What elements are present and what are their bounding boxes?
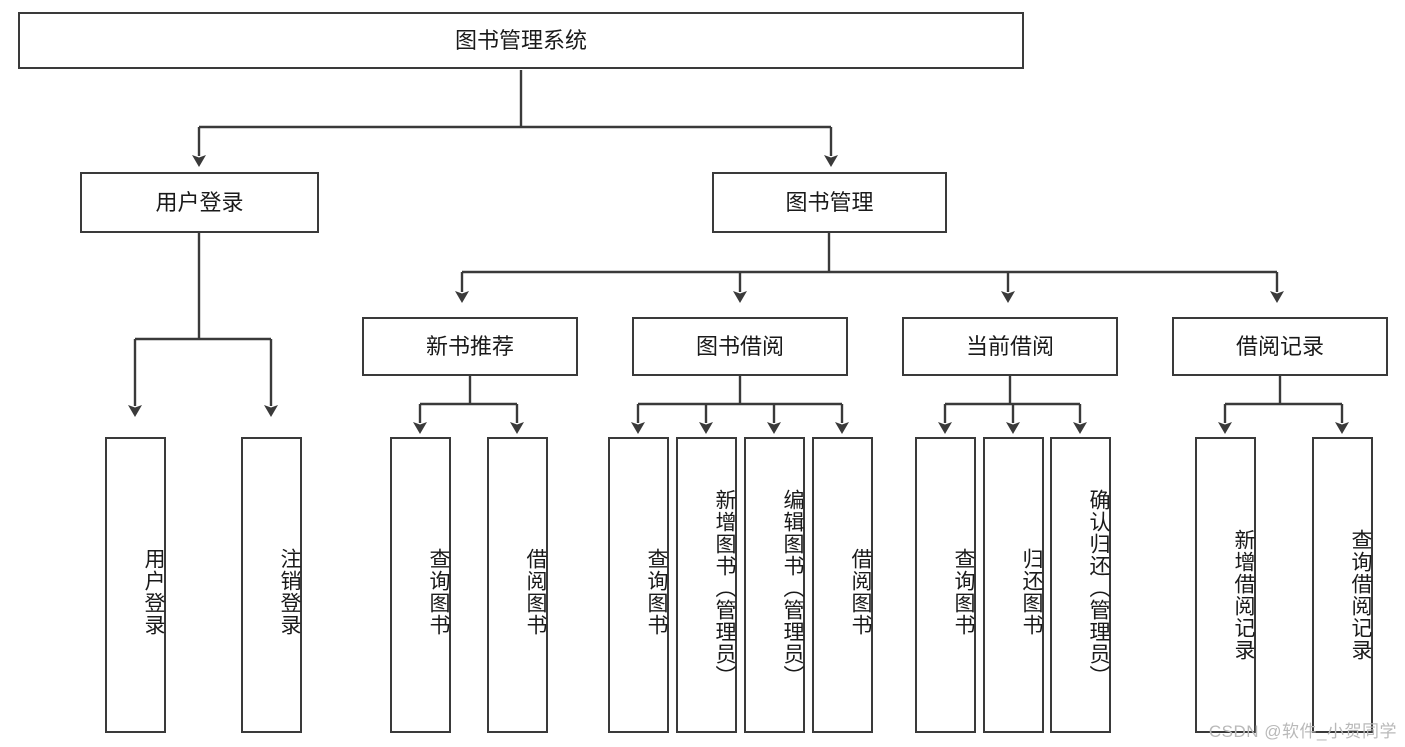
node-label: 新增图书（管理员）: [713, 489, 736, 687]
node-leaf-query-book-3[interactable]: 查询图书: [915, 437, 976, 733]
node-new-book-recommend[interactable]: 新书推荐: [362, 317, 578, 376]
node-label: 查询图书: [645, 548, 668, 636]
node-label: 查询借阅记录: [1349, 529, 1372, 661]
node-label: 借阅图书: [524, 548, 547, 636]
node-leaf-edit-book[interactable]: 编辑图书（管理员）: [744, 437, 805, 733]
node-leaf-query-record[interactable]: 查询借阅记录: [1312, 437, 1373, 733]
node-label: 查询图书: [427, 548, 450, 636]
node-label: 图书管理系统: [454, 27, 587, 53]
node-book-borrow[interactable]: 图书借阅: [632, 317, 848, 376]
node-label: 新增借阅记录: [1232, 529, 1255, 661]
node-label: 确认归还（管理员）: [1087, 489, 1110, 687]
node-label: 图书管理: [785, 189, 874, 215]
node-label: 用户登录: [155, 189, 244, 215]
node-label: 借阅记录: [1235, 333, 1324, 359]
node-current-borrow[interactable]: 当前借阅: [902, 317, 1118, 376]
node-label: 新书推荐: [425, 333, 514, 359]
node-label: 图书借阅: [695, 333, 784, 359]
node-leaf-borrow-book-2[interactable]: 借阅图书: [812, 437, 873, 733]
node-leaf-return-book[interactable]: 归还图书: [983, 437, 1044, 733]
node-root-book-management-system[interactable]: 图书管理系统: [18, 12, 1024, 69]
node-label: 查询图书: [952, 548, 975, 636]
node-leaf-query-book-2[interactable]: 查询图书: [608, 437, 669, 733]
node-leaf-user-logout[interactable]: 注销登录: [241, 437, 302, 733]
node-label: 用户登录: [142, 548, 165, 636]
node-label: 借阅图书: [849, 548, 872, 636]
csdn-watermark: CSDN @软件_小贺同学: [1208, 722, 1397, 741]
node-label: 注销登录: [278, 548, 301, 636]
node-leaf-add-record[interactable]: 新增借阅记录: [1195, 437, 1256, 733]
node-label: 编辑图书（管理员）: [781, 489, 804, 687]
node-label: 归还图书: [1020, 548, 1043, 636]
node-book-management[interactable]: 图书管理: [712, 172, 947, 233]
node-leaf-borrow-book-1[interactable]: 借阅图书: [487, 437, 548, 733]
node-user-login[interactable]: 用户登录: [80, 172, 319, 233]
node-borrow-record[interactable]: 借阅记录: [1172, 317, 1388, 376]
node-leaf-user-login[interactable]: 用户登录: [105, 437, 166, 733]
node-leaf-add-book[interactable]: 新增图书（管理员）: [676, 437, 737, 733]
node-leaf-query-book-1[interactable]: 查询图书: [390, 437, 451, 733]
node-leaf-confirm-return[interactable]: 确认归还（管理员）: [1050, 437, 1111, 733]
node-label: 当前借阅: [965, 333, 1054, 359]
